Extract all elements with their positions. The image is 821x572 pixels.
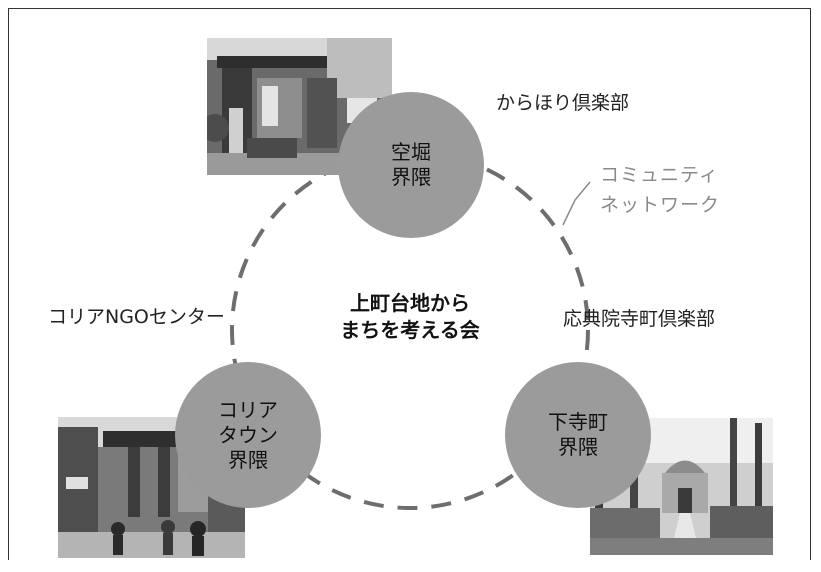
community-line1: コミュニティ bbox=[600, 164, 719, 186]
karahori-node-line1: 空堀 bbox=[391, 140, 431, 164]
shimodera-node-line1: 下寺町 bbox=[548, 410, 608, 434]
diagram-frame bbox=[8, 8, 811, 560]
koreatown-node-line2: タウン bbox=[218, 422, 278, 447]
shimodera-node: 下寺町 界隈 bbox=[505, 362, 651, 508]
karahori-node-line2: 界隈 bbox=[391, 165, 431, 189]
koreatown-node-line1: コリア bbox=[218, 397, 278, 422]
center-organization: 上町台地から まちを考える会 bbox=[310, 290, 510, 344]
karahori-club-label: からほり倶楽部 bbox=[496, 92, 630, 114]
otenin-club-label: 応典院寺町倶楽部 bbox=[563, 308, 716, 330]
korea-ngo-label: コリアNGOセンター bbox=[48, 306, 225, 328]
center-line2: まちを考える会 bbox=[340, 318, 480, 342]
shimodera-node-line2: 界隈 bbox=[558, 435, 598, 459]
dashed-community-ring bbox=[230, 150, 590, 510]
koreatown-node: コリア タウン 界隈 bbox=[175, 362, 321, 508]
koreatown-node-line3: 界隈 bbox=[228, 447, 268, 472]
community-line2: ネットワーク bbox=[600, 194, 721, 216]
karahori-node: 空堀 界隈 bbox=[338, 92, 484, 238]
center-line1: 上町台地から bbox=[350, 291, 470, 315]
community-network-label: コミュニティ ネットワーク bbox=[600, 160, 720, 220]
community-pointer-line bbox=[562, 181, 591, 226]
